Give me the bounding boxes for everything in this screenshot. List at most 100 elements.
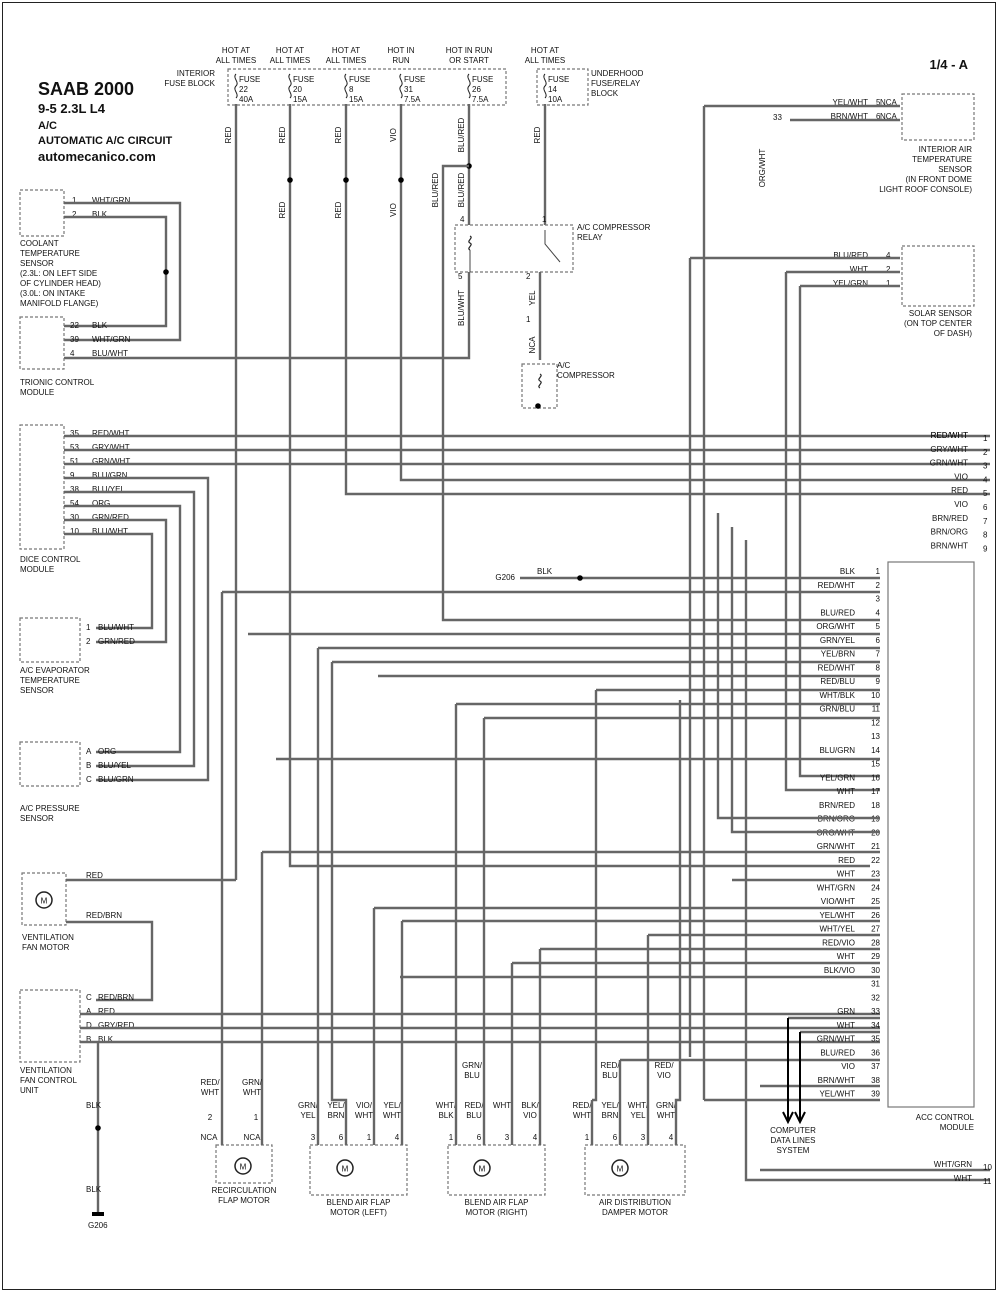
- splice-dot: [398, 177, 404, 183]
- pin: 6: [613, 1133, 618, 1142]
- ground-symbol: [92, 1212, 104, 1216]
- wire-brnorg-acc19: [730, 527, 880, 834]
- fuse-wire-label: RED: [334, 126, 343, 143]
- acc-wire-label: RED/WHT: [818, 663, 855, 672]
- wire-label: VIO: [523, 1111, 537, 1120]
- edge-pin: 1: [983, 434, 988, 443]
- interior-air-label: INTERIOR AIR: [919, 145, 973, 154]
- wire-label: RED/: [600, 1061, 620, 1070]
- wire-label: WHT: [657, 1111, 675, 1120]
- acc-label: MODULE: [940, 1123, 974, 1132]
- fuse-wire-label: RED: [278, 126, 287, 143]
- acc-wire-label: VIO/WHT: [821, 897, 855, 906]
- edge-pin: 9: [983, 544, 988, 553]
- wire-label: WHT: [850, 265, 868, 274]
- system-label: A/C: [38, 120, 57, 132]
- fuse-label: 40A: [239, 95, 254, 104]
- acc-pin: 28: [871, 938, 880, 947]
- fuse-icon: [399, 73, 403, 99]
- coolant-sensor-label: SENSOR: [20, 259, 54, 268]
- fuse-hot-label: ALL TIMES: [270, 56, 310, 65]
- fuse-icon: [288, 73, 292, 99]
- wire-label: YEL/: [327, 1101, 345, 1110]
- compressor-ground-dot: [535, 403, 541, 409]
- acc-wire-label: RED/BLU: [820, 677, 855, 686]
- interior-fuse-label: FUSE BLOCK: [164, 79, 215, 88]
- pin-label: NCA: [880, 112, 898, 121]
- pin: 6: [339, 1133, 344, 1142]
- acc-wire-label: BRN/RED: [819, 801, 855, 810]
- acc-pin: 36: [871, 1048, 880, 1057]
- acc-pin: 8: [876, 663, 881, 672]
- interior-air-label: SENSOR: [938, 165, 972, 174]
- acc-wire-label: WHT: [837, 952, 855, 961]
- edge-wire-label: BRN/RED: [932, 514, 968, 523]
- wire-label: BLK/: [521, 1101, 539, 1110]
- wire-label: RED: [278, 201, 287, 218]
- wire-label: RED/WHT: [92, 429, 129, 438]
- fan-motor-symbol: [35, 891, 53, 909]
- relay-label: RELAY: [577, 233, 603, 242]
- wire-label: BRN/WHT: [831, 112, 868, 121]
- pin-label: NCA: [880, 98, 898, 107]
- edge-wire-label: WHT/GRN: [934, 1160, 972, 1169]
- fuse-label: FUSE: [349, 75, 370, 84]
- wire-label: WHT/: [436, 1101, 457, 1110]
- acc-pin: 5: [876, 622, 881, 631]
- fuse-wire-label: RED: [533, 126, 542, 143]
- coolant-sensor-label: (2.3L: ON LEFT SIDE: [20, 269, 97, 278]
- acc-wire-label: GRN/YEL: [820, 636, 856, 645]
- pin: 3: [505, 1133, 510, 1142]
- splice-dot: [577, 575, 583, 581]
- acc-pin: 17: [871, 787, 880, 796]
- pressure-sensor-label: SENSOR: [20, 814, 54, 823]
- wire-label: NCA: [528, 336, 537, 354]
- wire-label: BLU/YEL: [98, 761, 131, 770]
- acc-pin: 4: [876, 608, 881, 617]
- wire-label: BLK: [537, 567, 553, 576]
- pin: 53: [70, 443, 79, 452]
- pin-label: NCA: [201, 1133, 219, 1142]
- edge-pin: 11: [983, 1177, 992, 1186]
- fuse-icon: [234, 73, 238, 99]
- wire-label: BLK: [438, 1111, 454, 1120]
- wire-grnred-dice: [64, 518, 168, 644]
- trionic-label: MODULE: [20, 388, 54, 397]
- air-distribution-damper-motor-label: DAMPER MOTOR: [602, 1208, 668, 1217]
- fuse-label: 7.5A: [404, 95, 421, 104]
- wire-label: WHT/: [628, 1101, 649, 1110]
- interior-air-label: LIGHT ROOF CONSOLE): [879, 185, 972, 194]
- fuse-hot-label: OR START: [449, 56, 489, 65]
- edge-wire-label: BRN/WHT: [931, 541, 968, 550]
- wire-label: BLK: [86, 1185, 102, 1194]
- pin: 54: [70, 499, 79, 508]
- wire-label: BLU/GRN: [98, 775, 134, 784]
- wire-label: BRN: [602, 1111, 619, 1120]
- blend-air-flap-motor-left: [309, 1144, 408, 1196]
- air-dist-motor-symbol: [611, 1159, 629, 1177]
- fuse-label: 15A: [349, 95, 364, 104]
- acc-pin: 32: [871, 993, 880, 1002]
- relay-pin: 4: [460, 215, 465, 224]
- pin: 2: [886, 265, 891, 274]
- dice-label: DICE CONTROL: [20, 555, 81, 564]
- wire-label: YEL/GRN: [833, 279, 868, 288]
- wire-label: WHT/GRN: [92, 335, 130, 344]
- edge-pin: 2: [983, 448, 988, 457]
- wire-blured-branch: [441, 164, 880, 622]
- cdl-label: DATA LINES: [770, 1136, 815, 1145]
- relay-label: A/C COMPRESSOR: [577, 223, 651, 232]
- coolant-sensor-label: OF CYLINDER HEAD): [20, 279, 101, 288]
- wire-label: ORG: [92, 499, 110, 508]
- wire-wht-solar-down: [784, 272, 880, 792]
- solar-label: (ON TOP CENTER: [904, 319, 972, 328]
- acc-control-module: [887, 561, 975, 1108]
- wire-label: BLU/RED: [833, 251, 868, 260]
- edge-pin: 4: [983, 475, 988, 484]
- fuse-icon: [467, 73, 471, 99]
- fuse-label: FUSE: [293, 75, 314, 84]
- edge-wire-label: WHT: [954, 1174, 972, 1183]
- acc-pin: 25: [871, 897, 880, 906]
- pin: 35: [70, 429, 79, 438]
